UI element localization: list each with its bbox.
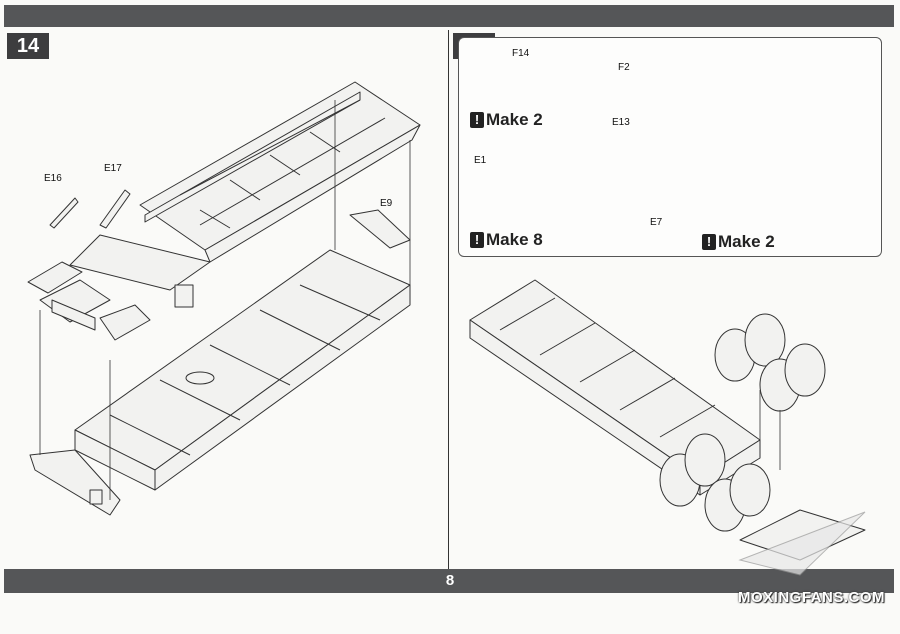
guide-lines xyxy=(39,100,781,500)
small-parts-drawing xyxy=(49,189,411,249)
part-label-e7: E7 xyxy=(650,217,663,228)
footer-bar xyxy=(4,569,894,593)
lower-frame-drawing xyxy=(29,249,411,516)
trailer-frame-drawing xyxy=(469,279,866,561)
part-label-e9: E9 xyxy=(380,198,393,209)
part-label-f14: F14 xyxy=(512,48,530,59)
step-14-badge: 14 xyxy=(7,33,49,59)
watermark-text: MOXINGFANS.COM xyxy=(738,589,886,606)
step-15-callout-box xyxy=(458,37,882,257)
warning-icon: ! xyxy=(702,234,716,250)
make-count-label-3: !Make 2 xyxy=(702,232,775,252)
make-count-label-1: !Make 2 xyxy=(470,110,543,130)
part-label-e13: E13 xyxy=(612,117,630,128)
upper-frame-drawing xyxy=(69,81,421,308)
warning-icon: ! xyxy=(470,232,484,248)
part-label-e17: E17 xyxy=(104,163,122,174)
warning-icon: ! xyxy=(470,112,484,128)
ramp-plates-drawing xyxy=(27,261,151,341)
header-bar xyxy=(4,5,894,27)
page-number: 8 xyxy=(445,572,455,589)
make-count-label-2: !Make 8 xyxy=(470,230,543,250)
mounted-wheels-drawing xyxy=(659,313,826,532)
part-label-e1: E1 xyxy=(474,155,487,166)
part-label-f2: F2 xyxy=(618,62,630,73)
step-divider xyxy=(448,30,449,569)
part-label-e16: E16 xyxy=(44,173,62,184)
watermark-logo-icon xyxy=(738,511,866,576)
